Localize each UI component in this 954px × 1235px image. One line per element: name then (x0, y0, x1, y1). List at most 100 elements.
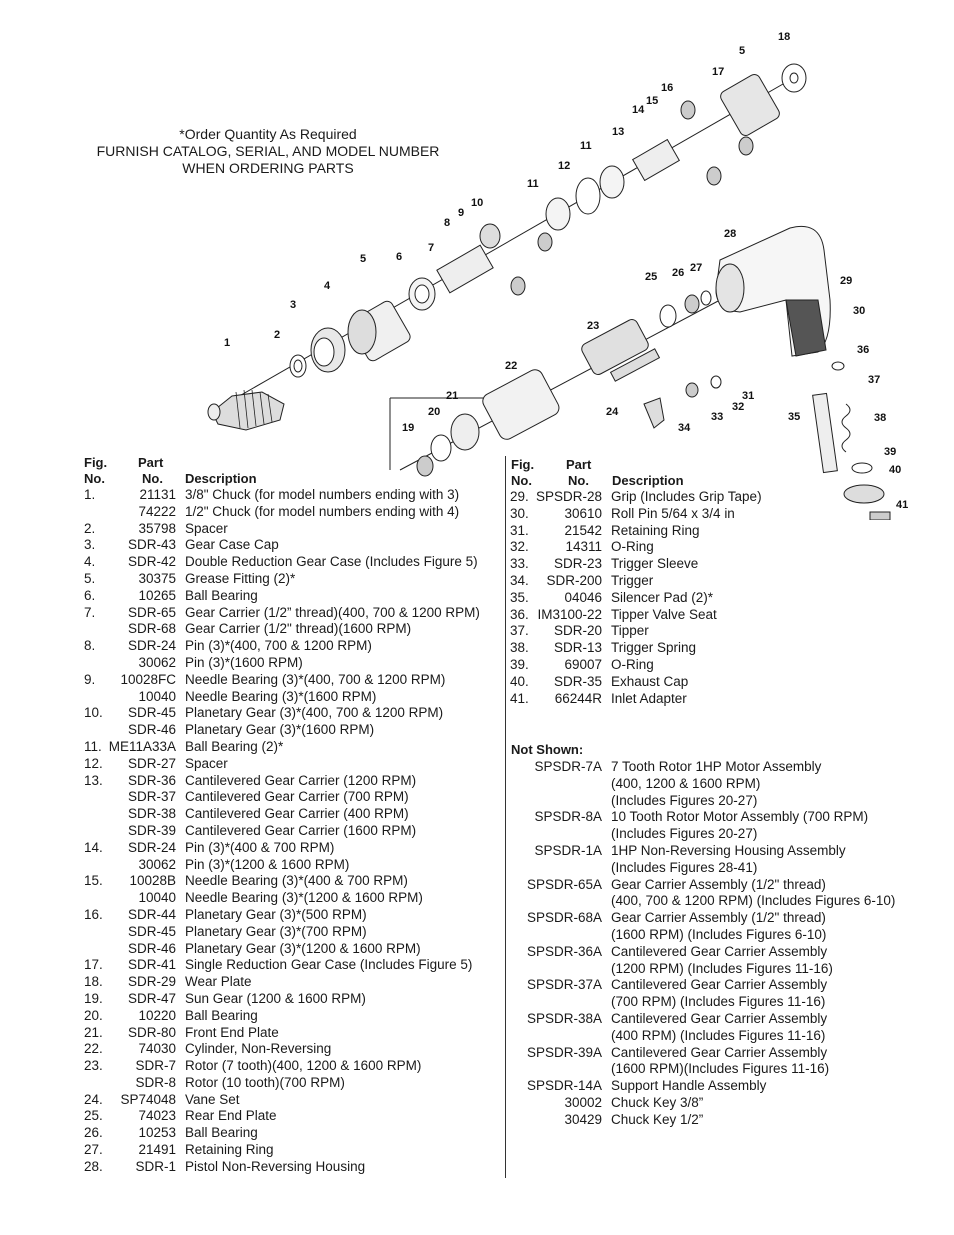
callout-26: 26 (672, 267, 684, 279)
fig-number: 23. (84, 1058, 103, 1074)
part-description: Gear Carrier (1/2” thread)(400, 700 & 12… (185, 604, 480, 620)
part-number: SDR-39 (127, 822, 176, 838)
callout-23: 23 (587, 320, 599, 332)
table-row: (400 RPM) (Includes Figures 11-16) (510, 1028, 930, 1045)
part-number: 35798 (138, 520, 176, 536)
fig-number: 21. (84, 1024, 103, 1040)
part-description: Pin (3)*(400, 700 & 1200 RPM) (185, 638, 372, 654)
part-number: 30062 (138, 654, 176, 670)
part-number: SPSDR-37A (526, 977, 602, 993)
part-description: Retaining Ring (185, 1142, 274, 1158)
part-number: 74023 (138, 1108, 176, 1124)
part-number: SDR-46 (127, 940, 176, 956)
motor-drawing (416, 290, 712, 477)
callout-35: 35 (788, 411, 800, 423)
fig-number: 5. (84, 570, 96, 586)
callout-7: 7 (428, 242, 434, 254)
part-number: 21491 (138, 1142, 176, 1158)
part-number: 66244R (554, 690, 602, 706)
callout-34: 34 (678, 422, 691, 434)
fig-number: 27. (84, 1142, 103, 1158)
part-description: Inlet Adapter (611, 690, 687, 706)
fig-header-right: Fig. (511, 457, 535, 472)
fig-number: 3. (84, 537, 96, 553)
fig-number: 14. (84, 839, 103, 855)
table-row: (1600 RPM)(Includes Figures 11-16) (510, 1061, 930, 1078)
fig-number: 17. (84, 957, 103, 973)
part-number: SDR-24 (127, 638, 176, 654)
part-description: Front End Plate (185, 1024, 279, 1040)
part-description: Gear Carrier Assembly (1/2" thread) (611, 876, 826, 892)
table-row: (Includes Figures 20-27) (510, 826, 930, 843)
part-description: Silencer Pad (2)* (611, 589, 714, 605)
callout-17: 17 (712, 66, 724, 78)
part-description: Rear End Plate (185, 1108, 277, 1124)
part-description: Planetary Gear (3)*(500 RPM) (185, 906, 367, 922)
table-row: (400, 1200 & 1600 RPM) (510, 776, 930, 793)
part-description: Needle Bearing (3)*(1600 RPM) (185, 688, 377, 704)
callout-36: 36 (857, 344, 869, 356)
part-description: 7 Tooth Rotor 1HP Motor Assembly (611, 759, 822, 774)
part-description: Ball Bearing (185, 1125, 258, 1141)
part-description: Spacer (185, 755, 228, 771)
table-row: (Includes Figures 28-41) (510, 860, 930, 877)
part-description: Pin (3)*(1600 RPM) (185, 654, 303, 670)
part-number: 69007 (564, 656, 602, 672)
part-description: Ball Bearing (2)* (185, 738, 284, 754)
part-description: (400, 1200 & 1600 RPM) (611, 775, 761, 791)
part-description: Retaining Ring (611, 522, 700, 538)
callout-24: 24 (606, 406, 619, 418)
part-header: Part (138, 455, 164, 470)
callout-2: 2 (274, 329, 280, 341)
part-description: Ball Bearing (185, 1007, 258, 1023)
table-row: (400, 700 & 1200 RPM) (Includes Figures … (510, 893, 930, 910)
callout-4: 4 (324, 280, 331, 292)
part-description: Tipper Valve Seat (611, 606, 717, 622)
part-number: 10040 (138, 890, 176, 906)
part-description: Cantilevered Gear Carrier (700 RPM) (185, 789, 409, 805)
fig-number: 37. (510, 623, 529, 639)
part-header-no-right: No. (568, 473, 589, 488)
part-number: SDR-7 (135, 1058, 176, 1074)
part-number: 74030 (138, 1041, 176, 1057)
part-description: Pistol Non-Reversing Housing (185, 1158, 366, 1174)
callout-31: 31 (742, 390, 754, 402)
callout-6: 6 (396, 251, 402, 263)
table-row: (700 RPM) (Includes Figures 11-16) (510, 994, 930, 1011)
part-number: 10265 (138, 587, 176, 603)
callout-38: 38 (874, 412, 886, 424)
part-number: SDR-68 (127, 621, 176, 637)
callout-21: 21 (446, 390, 458, 402)
part-description: Cantilevered Gear Carrier Assembly (611, 943, 828, 959)
part-description: Spacer (185, 520, 228, 536)
callout-13: 13 (612, 126, 624, 138)
callout-33: 33 (711, 411, 723, 423)
desc-header: Description (185, 471, 257, 486)
front-parts-drawing (289, 277, 436, 378)
part-number: 10028FC (120, 671, 176, 687)
callout-39: 39 (884, 446, 896, 458)
part-description: (700 RPM) (Includes Figures 11-16) (611, 994, 826, 1010)
part-number: 10040 (138, 688, 176, 704)
callout-16: 16 (661, 82, 673, 94)
callout-18: 18 (778, 31, 790, 43)
part-number: 30375 (138, 570, 176, 586)
callout-20: 20 (428, 406, 440, 418)
